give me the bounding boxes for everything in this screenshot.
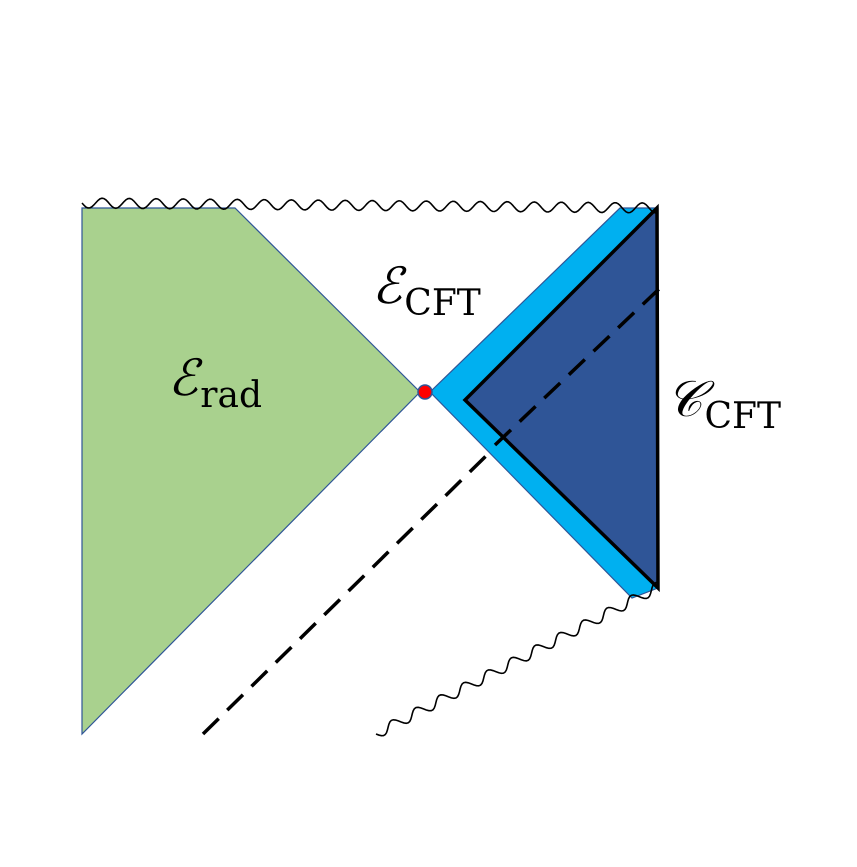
label-e-cft-subscript: CFT [404,283,481,324]
label-c-cft: 𝒞CFT [666,370,781,437]
singularity-top [81,197,659,214]
singularity-bottom [375,581,659,737]
label-e-cft: ℰCFT [372,257,481,324]
cft-causal-wedge [462,203,660,593]
radiation-region [81,207,421,736]
label-e-rad-symbol: ℰ [168,349,203,407]
label-e-cft-symbol: ℰ [372,257,407,315]
label-c-cft-subscript: CFT [704,396,781,437]
dashed-horizon-line-upper [493,286,662,447]
quantum-extremal-point [417,384,433,400]
label-e-rad-subscript: rad [200,375,262,416]
label-e-rad: ℰrad [168,349,262,416]
